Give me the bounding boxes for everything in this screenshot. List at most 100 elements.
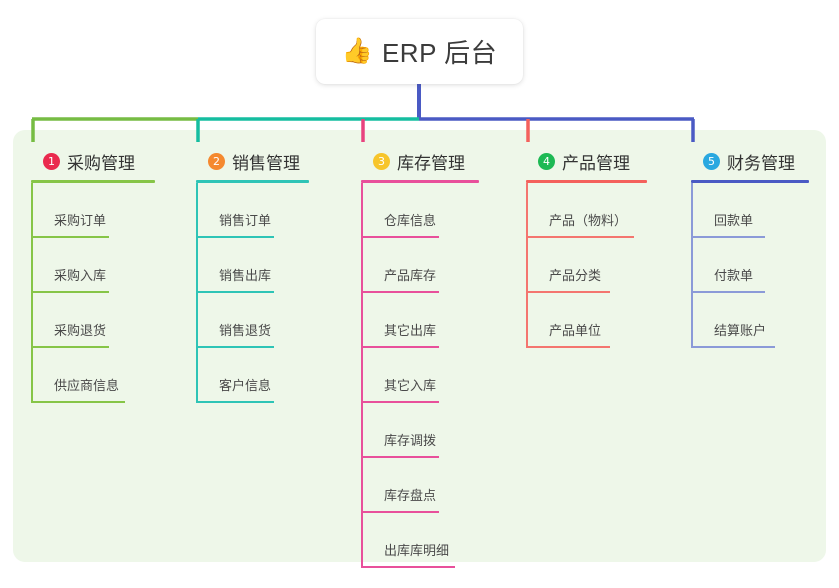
- leaf-label: 采购订单: [54, 213, 107, 228]
- leaf-underline: [361, 401, 439, 403]
- branch-header-2[interactable]: 2 销售管理: [196, 148, 309, 174]
- leaf-item[interactable]: 采购退货: [31, 293, 155, 348]
- branch-number-badge: 2: [208, 152, 225, 170]
- leaf-label: 回款单: [714, 213, 754, 228]
- leaf-item[interactable]: 产品（物料）: [526, 183, 647, 238]
- leaf-label: 供应商信息: [54, 378, 120, 393]
- leaf-label: 采购入库: [54, 268, 107, 283]
- branch-title: 产品管理: [562, 153, 630, 173]
- branch-title: 财务管理: [727, 153, 795, 173]
- leaf-item[interactable]: 销售订单: [196, 183, 309, 238]
- leaf-item[interactable]: 产品分类: [526, 238, 647, 293]
- branch-title: 采购管理: [67, 153, 135, 173]
- leaf-underline: [691, 291, 765, 293]
- leaf-label: 产品分类: [549, 268, 602, 283]
- leaf-underline: [361, 346, 439, 348]
- leaf-spine: [31, 183, 33, 403]
- leaf-underline: [526, 291, 610, 293]
- leaf-underline: [691, 346, 775, 348]
- leaf-label: 付款单: [714, 268, 754, 283]
- leaf-spine: [196, 183, 198, 403]
- leaf-item[interactable]: 销售退货: [196, 293, 309, 348]
- leaf-item[interactable]: 结算账户: [691, 293, 809, 348]
- leaf-underline: [691, 236, 765, 238]
- leaf-label: 其它出库: [384, 323, 437, 338]
- branch-header-3[interactable]: 3 库存管理: [361, 148, 479, 174]
- leaf-label: 采购退货: [54, 323, 107, 338]
- branch-header-5[interactable]: 5 财务管理: [691, 148, 809, 174]
- leaf-list: 销售订单销售出库销售退货客户信息: [196, 183, 309, 403]
- leaf-underline: [31, 346, 109, 348]
- leaf-spine: [361, 183, 363, 568]
- leaf-label: 销售订单: [219, 213, 272, 228]
- leaf-underline: [196, 346, 274, 348]
- leaf-label: 出库库明细: [384, 543, 450, 558]
- leaf-item[interactable]: 库存盘点: [361, 458, 479, 513]
- branch-title: 库存管理: [397, 153, 465, 173]
- leaf-underline: [361, 291, 439, 293]
- leaf-list: 仓库信息产品库存其它出库其它入库库存调拨库存盘点出库库明细: [361, 183, 479, 568]
- leaf-underline: [361, 236, 439, 238]
- leaf-underline: [31, 291, 109, 293]
- leaf-label: 产品库存: [384, 268, 437, 283]
- thumbs-up-icon: 👍: [341, 37, 373, 65]
- branch-underline: [361, 180, 479, 183]
- leaf-underline: [361, 511, 439, 513]
- branch-underline: [691, 180, 809, 183]
- leaf-spine: [526, 183, 528, 348]
- leaf-underline: [31, 401, 125, 403]
- leaf-underline: [526, 346, 610, 348]
- leaf-label: 仓库信息: [384, 213, 437, 228]
- leaf-item[interactable]: 付款单: [691, 238, 809, 293]
- leaf-item[interactable]: 销售出库: [196, 238, 309, 293]
- leaf-label: 销售退货: [219, 323, 272, 338]
- leaf-underline: [196, 291, 274, 293]
- leaf-label: 结算账户: [714, 323, 767, 338]
- leaf-underline: [196, 401, 274, 403]
- branch-column-5: 5 财务管理回款单付款单结算账户: [691, 148, 809, 348]
- leaf-item[interactable]: 产品单位: [526, 293, 647, 348]
- root-node[interactable]: 👍 ERP 后台: [316, 19, 523, 84]
- leaf-list: 产品（物料） 产品分类产品单位: [526, 183, 647, 348]
- branch-header-1[interactable]: 1 采购管理: [31, 148, 155, 174]
- leaf-item[interactable]: 采购订单: [31, 183, 155, 238]
- leaf-list: 采购订单采购入库采购退货供应商信息: [31, 183, 155, 403]
- leaf-underline: [361, 566, 455, 568]
- leaf-list: 回款单付款单结算账户: [691, 183, 809, 348]
- leaf-label: 客户信息: [219, 378, 272, 393]
- leaf-item[interactable]: 回款单: [691, 183, 809, 238]
- root-title: ERP 后台: [381, 38, 498, 68]
- leaf-item[interactable]: 客户信息: [196, 348, 309, 403]
- leaf-item[interactable]: 产品库存: [361, 238, 479, 293]
- leaf-label: 库存调拨: [384, 433, 437, 448]
- leaf-item[interactable]: 采购入库: [31, 238, 155, 293]
- leaf-label: 产品单位: [549, 323, 602, 338]
- leaf-item[interactable]: 其它入库: [361, 348, 479, 403]
- leaf-underline: [31, 236, 109, 238]
- branch-column-2: 2 销售管理销售订单销售出库销售退货客户信息: [196, 148, 309, 403]
- leaf-underline: [526, 236, 634, 238]
- branch-number-badge: 5: [703, 152, 720, 170]
- branch-underline: [526, 180, 647, 183]
- leaf-label: 销售出库: [219, 268, 272, 283]
- branch-number-badge: 1: [43, 152, 60, 170]
- leaf-item[interactable]: 其它出库: [361, 293, 479, 348]
- leaf-label: 库存盘点: [384, 488, 437, 503]
- leaf-spine: [691, 183, 693, 348]
- leaf-underline: [196, 236, 274, 238]
- leaf-item[interactable]: 供应商信息: [31, 348, 155, 403]
- leaf-item[interactable]: 出库库明细: [361, 513, 479, 568]
- leaf-label: 其它入库: [384, 378, 437, 393]
- leaf-underline: [361, 456, 439, 458]
- branch-column-3: 3 库存管理仓库信息产品库存其它出库其它入库库存调拨库存盘点出库库明细: [361, 148, 479, 568]
- branch-number-badge: 3: [373, 152, 390, 170]
- branch-title: 销售管理: [232, 153, 300, 173]
- branch-underline: [196, 180, 309, 183]
- root-node-content: 👍 ERP 后台: [342, 33, 497, 70]
- leaf-item[interactable]: 库存调拨: [361, 403, 479, 458]
- leaf-item[interactable]: 仓库信息: [361, 183, 479, 238]
- leaf-label: 产品（物料）: [549, 213, 628, 228]
